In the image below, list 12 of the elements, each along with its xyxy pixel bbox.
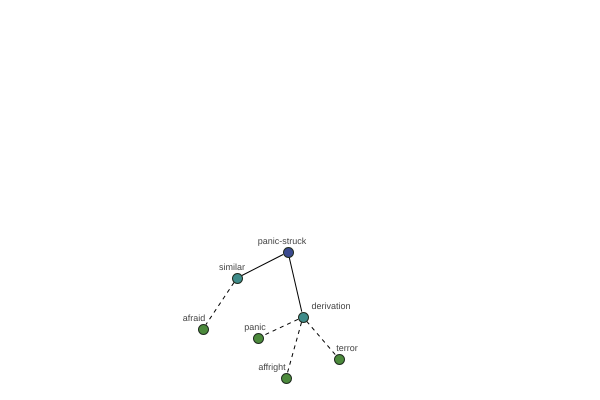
node-label: afraid [182,312,206,322]
node-label: similar [219,262,245,272]
node-label: panic-struck [258,236,306,246]
connector-line [306,320,336,356]
node-label: terror [336,342,358,352]
connector-line [288,256,302,312]
connector-line [241,254,284,276]
node-label: affright [258,362,286,372]
node-label: derivation [311,300,351,310]
connector-line [206,282,234,325]
connector-line [286,322,302,374]
node-label: panic [244,322,266,332]
